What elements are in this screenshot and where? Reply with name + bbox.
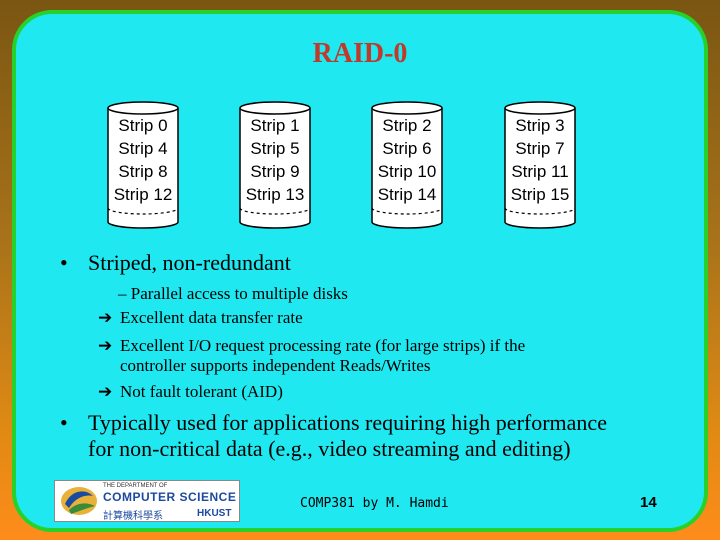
bullet-dot-icon: • <box>60 410 68 435</box>
arrow-right-icon: ➔ <box>98 382 113 401</box>
strip-label: Strip 0 <box>118 116 168 135</box>
strip-label: Strip 4 <box>118 139 168 158</box>
strip-label: Strip 7 <box>515 139 565 158</box>
disk-cylinder-icon <box>239 101 311 229</box>
bullet-text: Striped, non-redundant <box>88 250 291 275</box>
strip-label: Strip 1 <box>250 116 300 135</box>
strip-label: Strip 10 <box>377 162 437 181</box>
bullet-dot-icon: • <box>60 250 68 275</box>
strip-label: Strip 13 <box>245 185 305 204</box>
strip-label: Strip 14 <box>377 185 437 204</box>
footer-course: COMP381 by M. Hamdi <box>300 496 449 511</box>
sub-bullet-text: Excellent I/O request processing rate (f… <box>120 336 526 355</box>
arrow-right-icon: ➔ <box>98 336 113 355</box>
disk-cylinder-icon <box>371 101 443 229</box>
strip-label: Strip 2 <box>382 116 432 135</box>
slide-panel <box>12 10 708 532</box>
disk-0: Strip 0 Strip 4 Strip 8 Strip 12 <box>106 100 180 232</box>
logo-hkust-text: HKUST <box>197 508 232 519</box>
page-number: 14 <box>640 494 657 511</box>
logo-chinese-text: 計算機科學系 <box>103 511 163 522</box>
sub-bullet-io: ➔ Excellent I/O request processing rate (… <box>98 336 525 356</box>
strip-label: Strip 9 <box>250 162 300 181</box>
strip-label: Strip 11 <box>511 162 569 181</box>
arrow-right-icon: ➔ <box>98 308 113 327</box>
disk-3: Strip 3 Strip 7 Strip 11 Strip 15 <box>503 100 577 232</box>
sub-bullet-fault: ➔ Not fault tolerant (AID) <box>98 382 283 402</box>
disk-2: Strip 2 Strip 6 Strip 10 Strip 14 <box>370 100 444 232</box>
sub-bullet-text: Excellent data transfer rate <box>120 308 303 327</box>
strip-label: Strip 12 <box>113 185 173 204</box>
bullet-text-line: for non-critical data (e.g., video strea… <box>88 436 571 461</box>
slide-title: RAID-0 <box>312 38 408 69</box>
strip-label: Strip 6 <box>382 139 432 158</box>
disk-cylinder-icon <box>504 101 576 229</box>
sub-bullet-io-continued: controller supports independent Reads/Wr… <box>120 356 431 375</box>
sub-bullet-text: Not fault tolerant (AID) <box>120 382 283 401</box>
disk-cylinder-icon <box>107 101 179 229</box>
disk-1: Strip 1 Strip 5 Strip 9 Strip 13 <box>238 100 312 232</box>
bullet-text-line: Typically used for applications requirin… <box>88 410 607 435</box>
strip-label: Strip 5 <box>250 139 300 158</box>
strip-label: Strip 8 <box>118 162 168 181</box>
logo-emblem-icon <box>61 487 97 515</box>
strip-label: Strip 3 <box>515 116 565 135</box>
bullet-text-block: Typically used for applications requirin… <box>88 410 607 462</box>
logo-main-text: COMPUTER SCIENCE <box>103 490 237 504</box>
department-logo: THE DEPARTMENT OF COMPUTER SCIENCE 計算機科學… <box>54 480 240 522</box>
sub-bullet-parallel: – Parallel access to multiple disks <box>118 284 348 303</box>
logo-top-text: THE DEPARTMENT OF <box>103 483 168 489</box>
sub-bullet-transfer: ➔ Excellent data transfer rate <box>98 308 303 328</box>
strip-label: Strip 15 <box>510 185 570 204</box>
